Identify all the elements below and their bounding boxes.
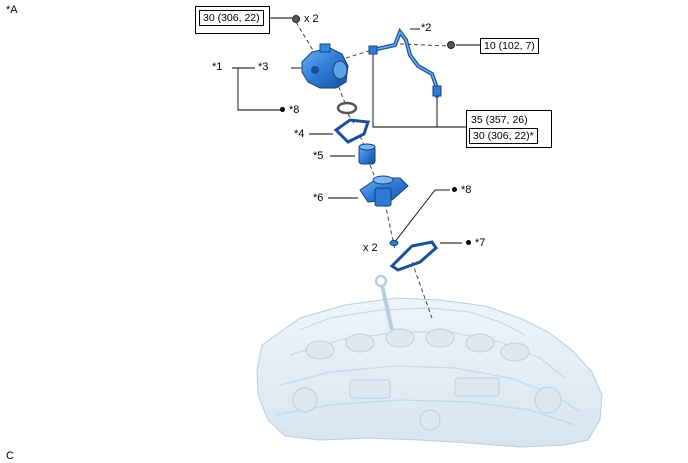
callout-6: *6	[313, 192, 324, 204]
leader-lines	[232, 17, 480, 244]
torque-box-bolt: 30 (306, 22)	[195, 6, 270, 34]
bolt-quantity: x 2	[304, 13, 319, 25]
top-bolt	[292, 15, 300, 23]
callout-3: *3	[258, 61, 269, 73]
fuel-pump	[301, 43, 349, 89]
engine-block	[256, 274, 603, 448]
callout-8-upper: *8	[280, 104, 299, 117]
callout-7: *7	[466, 237, 485, 250]
callout-2: *2	[421, 22, 432, 34]
lower-gasket	[389, 240, 438, 272]
callout-5: *5	[313, 150, 324, 162]
union-bolt	[447, 41, 455, 49]
callout-7-label: *7	[475, 237, 486, 249]
fuel-pipe	[368, 27, 442, 98]
callout-8-lower-label: *8	[461, 184, 472, 196]
view-label: *A	[6, 4, 18, 16]
torque-box-pipe: 35 (357, 26) 30 (306, 22)*	[466, 110, 552, 148]
pump-bracket	[359, 175, 409, 207]
pump-lifter	[358, 143, 376, 165]
lower-quantity: x 2	[363, 242, 378, 254]
gasket	[333, 118, 371, 144]
bullet-icon	[466, 239, 471, 245]
callout-8-lower: *8	[452, 184, 471, 197]
torque-value-pipe-1: 35 (357, 26)	[471, 114, 528, 126]
corner-code: C	[6, 450, 14, 462]
torque-value-pipe-2: 30 (306, 22)*	[469, 128, 538, 144]
callout-8-upper-label: *8	[289, 104, 300, 116]
bullet-icon	[280, 106, 285, 112]
o-ring-upper	[336, 101, 358, 115]
o-ring-lower	[389, 240, 399, 246]
callout-4: *4	[294, 128, 305, 140]
bullet-icon	[452, 186, 457, 192]
torque-value-bolt: 30 (306, 22)	[199, 10, 264, 26]
callout-1: *1	[212, 61, 223, 73]
torque-value-union-bolt: 10 (102, 7)	[480, 38, 539, 54]
